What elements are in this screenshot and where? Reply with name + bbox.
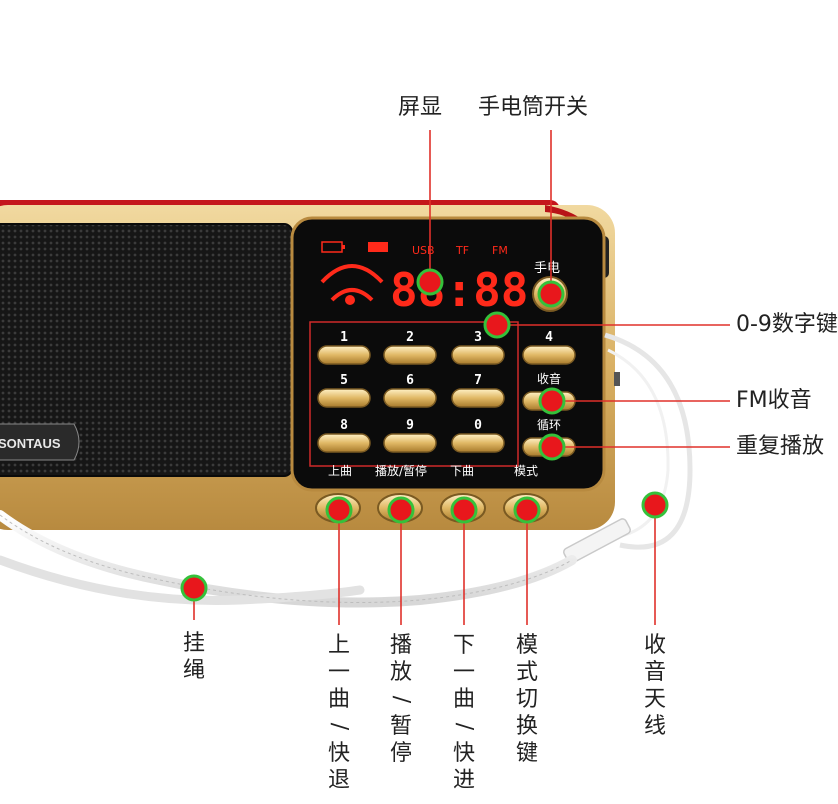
front-panel	[290, 216, 606, 492]
side-switch	[614, 372, 620, 386]
signal-wave-icon	[330, 288, 374, 302]
marker-screen	[416, 268, 444, 296]
label-lanyard: 挂绳	[182, 631, 205, 683]
battery-icon-tip	[342, 245, 345, 249]
digit-key-7[interactable]	[451, 388, 505, 408]
flashlight-label: 手电	[534, 261, 560, 276]
usb-indicator: USB	[412, 244, 435, 257]
digit-key-3[interactable]	[451, 345, 505, 365]
lanyard-rope-shadow	[0, 514, 573, 603]
digit-key-4[interactable]	[522, 345, 576, 365]
marker-fm	[538, 387, 566, 415]
digit-key-6[interactable]	[383, 388, 437, 408]
antenna-cord-inner	[607, 348, 670, 540]
digit-key-label-4: 4	[545, 330, 553, 345]
label-fm-radio: FM收音	[736, 388, 812, 413]
label-antenna: 收音天线	[643, 633, 666, 739]
mode-key-label: 模式	[514, 464, 538, 478]
digit-key-label-3: 3	[474, 330, 482, 345]
brand-text: SONTAUS	[0, 436, 61, 451]
loop-key-label: 循环	[537, 418, 561, 432]
marker-digits	[483, 311, 511, 339]
label-prev-ff: 上一曲/快退	[326, 633, 352, 793]
signal-wave-icon-outer	[320, 264, 384, 284]
digit-key-9[interactable]	[383, 433, 437, 453]
marker-play	[387, 496, 415, 524]
digit-key-1[interactable]	[317, 345, 371, 365]
time-display: 88:88	[390, 263, 528, 317]
marker-next	[450, 496, 478, 524]
digit-key-5[interactable]	[317, 388, 371, 408]
next-key-label: 下曲	[450, 464, 474, 478]
label-mode-switch: 模式切换键	[515, 633, 538, 766]
digit-key-label-6: 6	[406, 373, 414, 388]
radio-illustration: SONTAUS USB TF FM 88:88 手电 1 2 3 4 5 6 7 8 9 0 收音…	[0, 130, 730, 625]
digit-key-label-0: 0	[474, 418, 482, 433]
marker-lanyard	[180, 574, 208, 602]
fm-indicator: FM	[492, 244, 508, 257]
digit-key-label-2: 2	[406, 330, 414, 345]
label-next-ff: 下一曲/快进	[451, 633, 477, 793]
marker-prev	[325, 496, 353, 524]
label-digit-keys: 0-9数字键	[736, 312, 838, 337]
digit-key-2[interactable]	[383, 345, 437, 365]
radio-key-label: 收音	[537, 371, 561, 386]
label-flashlight-switch: 手电筒开关	[478, 95, 589, 120]
lanyard-rope-2	[0, 555, 365, 605]
play-key-label: 播放/暂停	[375, 463, 427, 478]
antenna-plug	[563, 518, 631, 564]
diagram-stage: SONTAUS USB TF FM 88:88 手电 1 2 3 4 5 6 7 8 9 0 收音…	[0, 95, 838, 793]
tf-indicator: TF	[455, 244, 469, 257]
digit-key-label-9: 9	[406, 418, 414, 433]
digit-key-label-7: 7	[474, 373, 482, 388]
label-repeat: 重复播放	[736, 434, 825, 459]
label-play-pause: 播放/暂停	[388, 633, 414, 766]
marker-antenna	[641, 491, 669, 519]
marker-flashlight	[537, 280, 565, 308]
brand-badge	[0, 423, 80, 461]
prev-key-label: 上曲	[328, 464, 352, 478]
digit-key-label-1: 1	[340, 330, 348, 345]
battery-full-icon	[368, 242, 388, 252]
marker-repeat	[538, 433, 566, 461]
keypad-frame	[309, 321, 519, 467]
digit-key-label-5: 5	[340, 373, 348, 388]
digit-key-8[interactable]	[317, 433, 371, 453]
antenna-cord	[604, 332, 693, 550]
label-screen: 屏显	[398, 95, 443, 120]
digit-key-0[interactable]	[451, 433, 505, 453]
digit-key-label-8: 8	[340, 418, 348, 433]
marker-mode	[513, 496, 541, 524]
signal-dot-icon	[345, 295, 355, 305]
